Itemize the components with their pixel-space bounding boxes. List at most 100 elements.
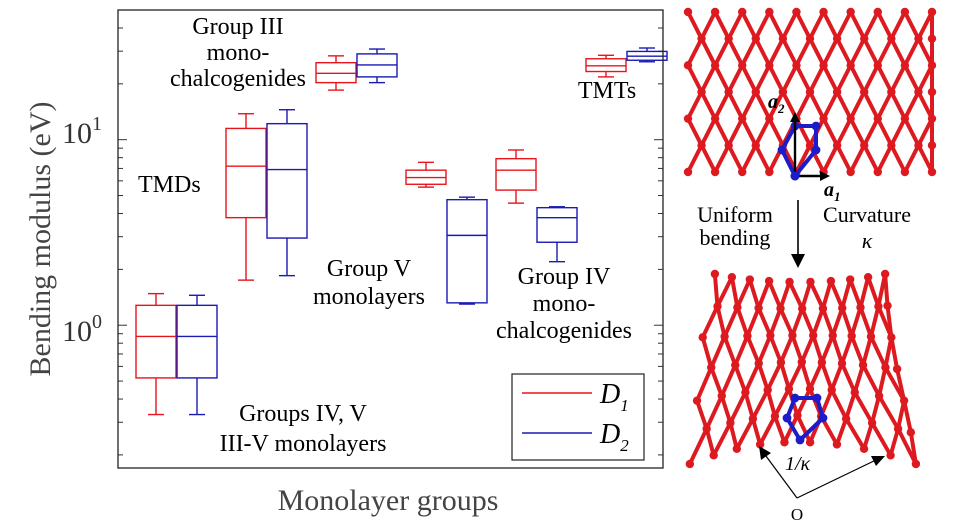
lattice-bond — [829, 361, 844, 392]
lattice-atom — [738, 61, 747, 70]
bent-cell-atom — [795, 435, 805, 445]
lattice-atom — [797, 357, 806, 367]
lattice-bond — [862, 143, 880, 174]
lattice-atom — [683, 114, 693, 123]
lattice-bond — [686, 116, 704, 148]
lattice-bond — [862, 116, 880, 148]
lattice-bond — [745, 333, 761, 366]
lattice-bond — [902, 90, 921, 121]
lattice-bond — [866, 275, 881, 309]
lattice-atom — [819, 114, 828, 123]
lattice-bond — [699, 143, 718, 174]
lattice-bond — [868, 334, 888, 370]
lattice-bond — [829, 388, 849, 421]
lattice-bond — [916, 116, 934, 148]
lattice-bond — [895, 367, 907, 403]
lattice-bond — [902, 36, 921, 68]
lattice-atom — [873, 167, 882, 177]
lattice-bond — [699, 10, 718, 41]
lattice-atom — [874, 302, 883, 311]
lattice-bond — [889, 90, 907, 121]
lattice-atom — [765, 167, 774, 177]
lattice-atom — [873, 114, 882, 123]
lattice-bond — [875, 36, 894, 68]
lattice-atom — [713, 302, 722, 311]
lattice-bond — [756, 279, 772, 311]
lattice-bond — [753, 116, 772, 148]
lattice-bond — [728, 420, 739, 451]
lattice-atom — [893, 424, 903, 433]
lattice-atom — [697, 141, 706, 150]
lattice-bond — [750, 416, 763, 447]
lattice-bond — [713, 116, 731, 148]
lattice-bond — [713, 10, 731, 41]
lattice-bond — [778, 360, 791, 391]
group-label-line: chalcogenides — [496, 318, 632, 344]
lattice-bond — [858, 305, 873, 339]
lattice-bond — [808, 10, 826, 41]
bent-cell-atom — [818, 413, 828, 423]
lattice-bond — [889, 143, 907, 174]
lattice-atom — [805, 34, 815, 43]
group-label-line: III-V monolayers — [220, 431, 387, 457]
lattice-bond — [862, 36, 880, 68]
lattice-bond — [849, 305, 863, 338]
lattice-bond — [700, 335, 714, 370]
lattice-atom — [745, 275, 755, 284]
lattice-bond — [821, 63, 840, 94]
group-label-6: TMTs — [578, 78, 636, 104]
lattice-atom — [874, 391, 884, 401]
lattice-bond — [839, 333, 854, 366]
lattice-bond — [835, 90, 853, 121]
bending-schematic: a1 a2 Uniform bending Curvature κ 1/κ O — [683, 7, 937, 524]
box-iqr — [495, 157, 537, 191]
lattice-bond — [709, 334, 727, 370]
box-5-d1 — [495, 149, 537, 204]
lattice-bond — [734, 416, 755, 451]
lattice-atom — [892, 364, 902, 374]
lattice-atom — [710, 167, 720, 177]
radius-label: 1/κ — [785, 453, 811, 475]
lattice-atom — [702, 424, 711, 433]
lattice-atom — [832, 141, 842, 150]
bent-cell-atom — [790, 393, 800, 403]
bending-arrow-head — [791, 254, 805, 268]
group-label-line: mono- — [533, 291, 596, 317]
lattice-bond — [852, 390, 875, 425]
lattice-bond — [687, 426, 709, 466]
lattice-atom — [751, 34, 760, 43]
lattice-atom — [887, 333, 896, 342]
origin-label: O — [791, 505, 803, 524]
kappa-label: κ — [862, 228, 873, 253]
lattice-atom — [914, 141, 923, 150]
lattice-bond — [819, 360, 834, 392]
lattice-atom — [792, 61, 801, 70]
lattice-bond — [848, 116, 867, 148]
lattice-bond — [726, 116, 745, 148]
box-6-d1 — [585, 54, 627, 78]
lattice-bond — [794, 143, 812, 174]
lattice-bond — [820, 279, 833, 311]
lattice-atom — [792, 7, 801, 17]
lattice-atom — [788, 331, 797, 340]
lattice-atom — [838, 303, 847, 313]
lattice-bond — [808, 90, 826, 121]
lattice-bond — [908, 430, 918, 466]
lattice-bond — [695, 398, 709, 431]
lattice-bond — [875, 116, 894, 148]
unit-cell-atom — [811, 121, 821, 131]
lattice-bond — [862, 90, 880, 121]
lattice-bond — [726, 36, 745, 68]
lattice-bond — [767, 116, 785, 148]
lattice-atom — [859, 444, 869, 453]
lattice-atom — [765, 114, 774, 123]
lattice-atom — [770, 411, 780, 421]
lattice-bond — [699, 90, 718, 121]
group-label-line: Group IV — [518, 264, 611, 290]
lattice-bond — [830, 333, 844, 366]
lattice-bond — [861, 334, 873, 368]
lattice-bond — [753, 36, 772, 68]
